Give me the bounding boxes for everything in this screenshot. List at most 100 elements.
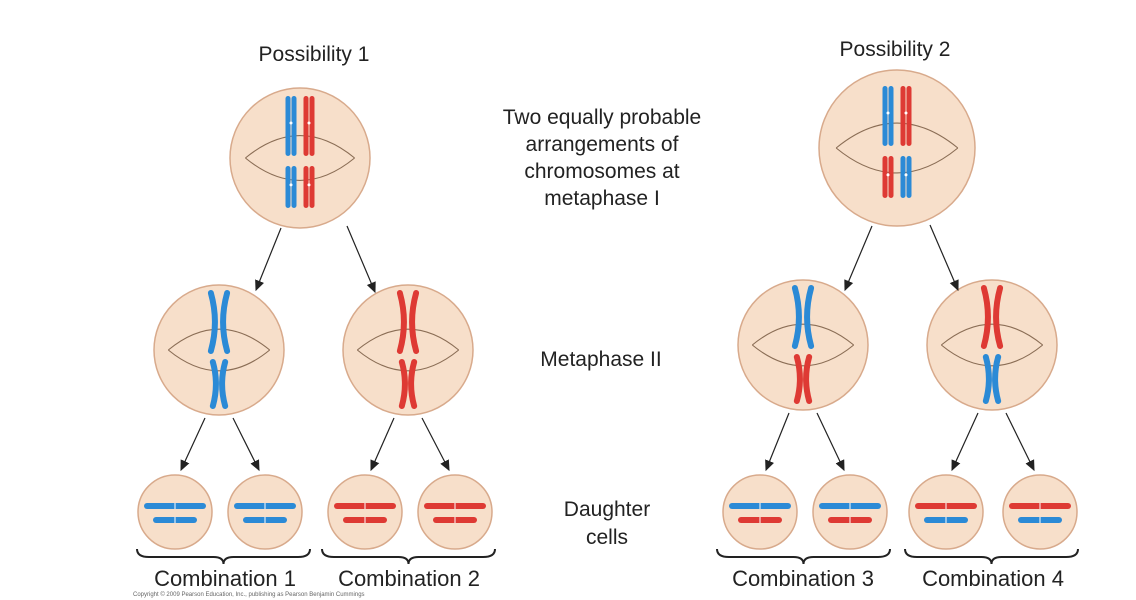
centromere [307, 121, 311, 125]
cell-membrane [812, 474, 888, 550]
possibility-1-label: Possibility 1 [258, 43, 370, 66]
metaphase-2-cell-1 [153, 284, 285, 416]
brace [904, 548, 1079, 565]
arrow [255, 227, 282, 292]
brace [716, 548, 891, 565]
chromatid [408, 359, 418, 409]
chromatid [888, 86, 894, 146]
chromatid [982, 354, 992, 404]
chromatid [900, 86, 906, 146]
chromatid [992, 354, 1002, 404]
spindle-fiber [751, 344, 855, 367]
chromatid [285, 96, 291, 156]
chromatid [804, 285, 815, 349]
cell-membrane [137, 474, 213, 550]
chromatid [209, 359, 219, 409]
arrow [421, 417, 450, 472]
spindle-fiber [835, 122, 959, 149]
daughter-cell [327, 474, 403, 550]
cell-membrane [227, 474, 303, 550]
spindle-fiber [167, 349, 271, 372]
spindle-fiber [940, 344, 1044, 367]
chromatid [303, 166, 309, 208]
centromere [307, 183, 311, 187]
chromatid [980, 285, 991, 349]
cell-membrane [342, 284, 474, 416]
centromere [886, 111, 890, 115]
centromere [886, 173, 890, 177]
cell-membrane [926, 279, 1058, 411]
chromatid [291, 166, 297, 208]
chromatid [219, 359, 229, 409]
cell-membrane [1002, 474, 1078, 550]
metaphase-2-cell-2 [342, 284, 474, 416]
centromere [904, 111, 908, 115]
caption-line: chromosomes at [524, 160, 680, 183]
chromatid [409, 290, 420, 354]
chromatid [793, 354, 803, 404]
arrow [346, 225, 376, 294]
arrow [929, 224, 959, 292]
combination-3-label: Combination 3 [732, 566, 874, 591]
chromatid [398, 359, 408, 409]
cell-membrane [818, 69, 976, 227]
chromatid [906, 156, 912, 198]
spindle-fiber [835, 147, 959, 174]
metaphase-1-cell-possibility-2 [818, 69, 976, 227]
daughter-cell [137, 474, 213, 550]
arrow [844, 225, 873, 292]
centromere [904, 173, 908, 177]
spindle-fiber [245, 135, 355, 159]
arrow [232, 417, 260, 472]
cell-membrane [737, 279, 869, 411]
chromatid [309, 166, 315, 208]
caption-line: Two equally probable [502, 106, 702, 129]
chromatid [791, 285, 802, 349]
caption-line: metaphase I [544, 187, 660, 210]
daughter-line: Daughter [563, 498, 651, 521]
combination-4-label: Combination 4 [922, 566, 1064, 591]
daughter-line: cells [585, 526, 629, 549]
centromere [289, 183, 293, 187]
daughter-cell [722, 474, 798, 550]
arrow [951, 412, 979, 472]
metaphase-2-cell-4 [926, 279, 1058, 411]
chromatid [882, 156, 888, 198]
daughter-cell [1002, 474, 1078, 550]
chromatid [220, 290, 231, 354]
cell-membrane [417, 474, 493, 550]
chromatid [309, 96, 315, 156]
spindle-fiber [940, 323, 1044, 346]
daughter-cell [227, 474, 303, 550]
arrow [370, 417, 395, 472]
metaphase-1-cell-possibility-1 [229, 87, 371, 229]
metaphase-1-caption: Two equally probable arrangements of chr… [503, 104, 701, 212]
daughter-cell [908, 474, 984, 550]
brace [136, 548, 311, 565]
chromatid [888, 156, 894, 198]
arrow [1005, 412, 1035, 472]
chromatid [207, 290, 218, 354]
arrow [765, 412, 790, 472]
combination-2-label: Combination 2 [338, 566, 480, 591]
spindle-fiber [356, 349, 460, 372]
cell-membrane [327, 474, 403, 550]
cell-membrane [908, 474, 984, 550]
possibility-2-label: Possibility 2 [839, 38, 951, 61]
spindle-fiber [245, 157, 355, 181]
daughter-cell [417, 474, 493, 550]
centromere [289, 121, 293, 125]
chromatid [993, 285, 1004, 349]
chromatid [906, 86, 912, 146]
spindle-fiber [751, 323, 855, 346]
metaphase-2-cell-3 [737, 279, 869, 411]
chromatid [291, 96, 297, 156]
daughter-cells-label: Daughter cells [564, 496, 650, 552]
chromatid [396, 290, 407, 354]
chromatid [882, 86, 888, 146]
combination-1-label: Combination 1 [154, 566, 296, 591]
copyright-text: Copyright © 2009 Pearson Education, Inc.… [133, 592, 365, 598]
spindle-fiber [167, 328, 271, 351]
